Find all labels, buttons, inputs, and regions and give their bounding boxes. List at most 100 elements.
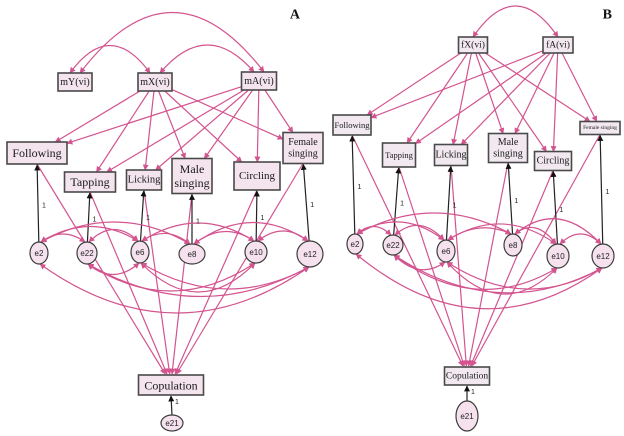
error-node-e22: e22 bbox=[382, 234, 404, 256]
error-node-label: e10 bbox=[551, 252, 565, 261]
error-node-label: e10 bbox=[249, 248, 263, 257]
outcome-node-copulation: Copulation bbox=[443, 366, 491, 386]
error-node-e8: e8 bbox=[503, 233, 523, 257]
path-weight-label: 1 bbox=[42, 203, 46, 210]
error-node-e6: e6 bbox=[130, 240, 150, 264]
observed-node-circling: Circling bbox=[233, 161, 281, 191]
error-path bbox=[393, 167, 402, 236]
path-weight-label: 1 bbox=[453, 202, 457, 209]
error-covariance-arrow bbox=[514, 218, 602, 245]
error-node-e6: e6 bbox=[436, 239, 456, 263]
error-node-label: e22 bbox=[80, 249, 94, 258]
error-node-e12: e12 bbox=[296, 240, 324, 268]
regression-path bbox=[174, 189, 258, 375]
regression-path bbox=[478, 52, 547, 152]
observed-node-label: Licking bbox=[128, 175, 161, 186]
error-path bbox=[597, 134, 604, 245]
latent-node-fa-vi: fA(vi) bbox=[542, 36, 574, 54]
observed-node-tapping: Tapping bbox=[63, 171, 117, 193]
latent-node-my-vi: mY(vi) bbox=[57, 72, 93, 92]
latent-node-label: fA(vi) bbox=[546, 40, 570, 51]
error-covariance-arrow bbox=[87, 263, 310, 298]
observed-node-label: Circling bbox=[239, 170, 276, 182]
regression-path bbox=[106, 89, 245, 173]
regression-path bbox=[471, 134, 601, 367]
latent-node-label: fX(vi) bbox=[461, 40, 485, 51]
observed-node-female-singing: Female singing bbox=[579, 120, 621, 136]
error-covariance-arrow bbox=[393, 254, 446, 271]
error-path bbox=[349, 135, 356, 235]
error-node-e21: e21 bbox=[455, 400, 479, 432]
error-covariance-arrow bbox=[355, 253, 603, 310]
regression-path bbox=[95, 90, 150, 173]
error-covariance-arrow bbox=[141, 232, 191, 245]
error-covariance-arrow bbox=[559, 233, 602, 245]
error-covariance-arrow bbox=[394, 224, 445, 241]
latent-node-mx-vi: mX(vi) bbox=[137, 72, 173, 92]
error-node-e21: e21 bbox=[160, 414, 184, 432]
error-node-label: e12 bbox=[596, 252, 610, 261]
latent-node-label: mA(vi) bbox=[244, 76, 273, 87]
observed-node-label: singing bbox=[493, 148, 522, 159]
path-weight-label: 1 bbox=[310, 202, 314, 209]
observed-node-following: Following bbox=[332, 114, 372, 136]
path-weight-label: 1 bbox=[93, 217, 97, 224]
regression-path bbox=[550, 52, 559, 153]
path-weight-label: 1 bbox=[605, 189, 609, 196]
path-weight-label: 1 bbox=[400, 201, 404, 208]
error-node-label: e8 bbox=[188, 250, 197, 259]
regression-path bbox=[370, 50, 544, 119]
error-covariance-arrow bbox=[87, 262, 256, 292]
error-node-e10: e10 bbox=[244, 240, 268, 264]
error-node-label: e21 bbox=[460, 412, 474, 421]
regression-path bbox=[469, 170, 554, 367]
error-node-label: e2 bbox=[35, 249, 44, 258]
regression-path bbox=[475, 52, 505, 135]
observed-node-label: Female bbox=[288, 137, 318, 148]
path-weight-label: 1 bbox=[471, 389, 475, 396]
error-path bbox=[34, 164, 41, 243]
error-node-label: e12 bbox=[303, 250, 317, 259]
error-node-label: e22 bbox=[386, 241, 400, 250]
observed-node-label: Female singing bbox=[583, 125, 617, 131]
regression-path bbox=[164, 90, 243, 163]
error-path bbox=[253, 190, 260, 242]
error-node-e2: e2 bbox=[346, 233, 364, 255]
observed-node-licking: Licking bbox=[125, 169, 163, 191]
path-weight-label: 1 bbox=[175, 399, 179, 406]
regression-path bbox=[514, 52, 555, 135]
error-path bbox=[505, 162, 514, 235]
covariance-arrow bbox=[472, 5, 559, 38]
regression-path bbox=[451, 52, 472, 146]
error-node-e22: e22 bbox=[76, 241, 98, 265]
error-covariance-arrow bbox=[393, 254, 558, 290]
observed-node-label: singing bbox=[174, 176, 209, 190]
error-node-label: e2 bbox=[351, 240, 360, 249]
latent-node-label: mX(vi) bbox=[140, 77, 169, 88]
error-covariance-arrow bbox=[140, 262, 310, 290]
error-node-e10: e10 bbox=[546, 243, 570, 269]
error-covariance-arrow bbox=[141, 222, 255, 242]
regression-path bbox=[203, 89, 254, 159]
covariance-arrow bbox=[69, 45, 151, 74]
error-path bbox=[550, 170, 559, 245]
outcome-node-label: Copulation bbox=[446, 372, 488, 382]
error-covariance-arrow bbox=[447, 223, 557, 245]
path-weight-label: 1 bbox=[514, 198, 518, 205]
regression-path bbox=[406, 52, 469, 144]
regression-path bbox=[171, 89, 284, 140]
path-weight-label: 1 bbox=[196, 218, 200, 225]
error-node-label: e6 bbox=[442, 247, 451, 256]
error-covariance-arrow bbox=[40, 221, 191, 245]
observed-node-label: Tapping bbox=[70, 175, 109, 189]
error-covariance-arrow bbox=[446, 261, 558, 295]
observed-node-label: Following bbox=[12, 146, 61, 160]
observed-node-label: Licking bbox=[435, 150, 466, 161]
panel-label-a: A bbox=[290, 8, 301, 23]
regression-path bbox=[36, 163, 166, 375]
regression-path bbox=[143, 189, 172, 375]
observed-node-label: Circling bbox=[537, 156, 570, 167]
